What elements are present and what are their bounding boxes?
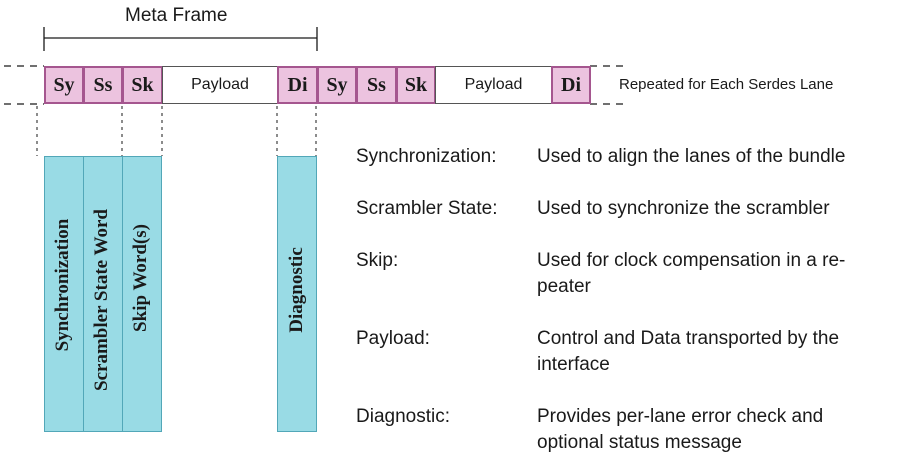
legend-term-payload: Payload: bbox=[356, 328, 430, 349]
payload-cell: Payload bbox=[162, 66, 278, 104]
skip-word-bar bbox=[122, 156, 162, 432]
legend-desc-payload: Control and Data transported by the inte… bbox=[537, 328, 840, 375]
legend-term-scrambler-state: Scrambler State: bbox=[356, 198, 498, 219]
legend-desc-synchronization: Used to align the lanes of the bundle bbox=[537, 146, 846, 167]
scrambler-state-cell: Ss bbox=[356, 66, 397, 104]
scrambler-state-bar-label: Scrambler State Word bbox=[91, 209, 112, 391]
diagnostic-cell: Di bbox=[277, 66, 318, 104]
legend-desc-scrambler-state: Used to synchronize the scrambler bbox=[537, 198, 830, 219]
payload-cell: Payload bbox=[435, 66, 552, 104]
meta-frame-bracket bbox=[43, 27, 318, 51]
scrambler-state-cell: Ss bbox=[83, 66, 123, 104]
legend-term-skip: Skip: bbox=[356, 250, 399, 271]
legend-term-synchronization: Synchronization: bbox=[356, 146, 497, 167]
sync-word-cell: Sy bbox=[317, 66, 357, 104]
legend-desc-skip: Used for clock compensation in a re-peat… bbox=[537, 250, 846, 297]
skip-word-cell: Sk bbox=[396, 66, 436, 104]
meta-frame-label: Meta Frame bbox=[125, 5, 228, 26]
diagnostic-bar bbox=[277, 156, 317, 432]
diagnostic-bar-label: Diagnostic bbox=[286, 247, 307, 333]
lane-dashed-lines bbox=[4, 65, 626, 105]
repeat-note: Repeated for Each Serdes Lane bbox=[619, 76, 834, 93]
diagnostic-cell: Di bbox=[551, 66, 591, 104]
legend-term-diagnostic: Diagnostic: bbox=[356, 406, 450, 427]
scrambler-state-bar bbox=[83, 156, 123, 432]
synchronization-bar bbox=[44, 156, 84, 432]
skip-word-bar-label: Skip Word(s) bbox=[130, 224, 151, 332]
skip-word-cell: Sk bbox=[122, 66, 163, 104]
synchronization-bar-label: Synchronization bbox=[52, 218, 73, 352]
sync-word-cell: Sy bbox=[44, 66, 84, 104]
legend-desc-diagnostic: Provides per-lane error check and option… bbox=[537, 406, 824, 453]
expansion-guides bbox=[36, 106, 317, 156]
